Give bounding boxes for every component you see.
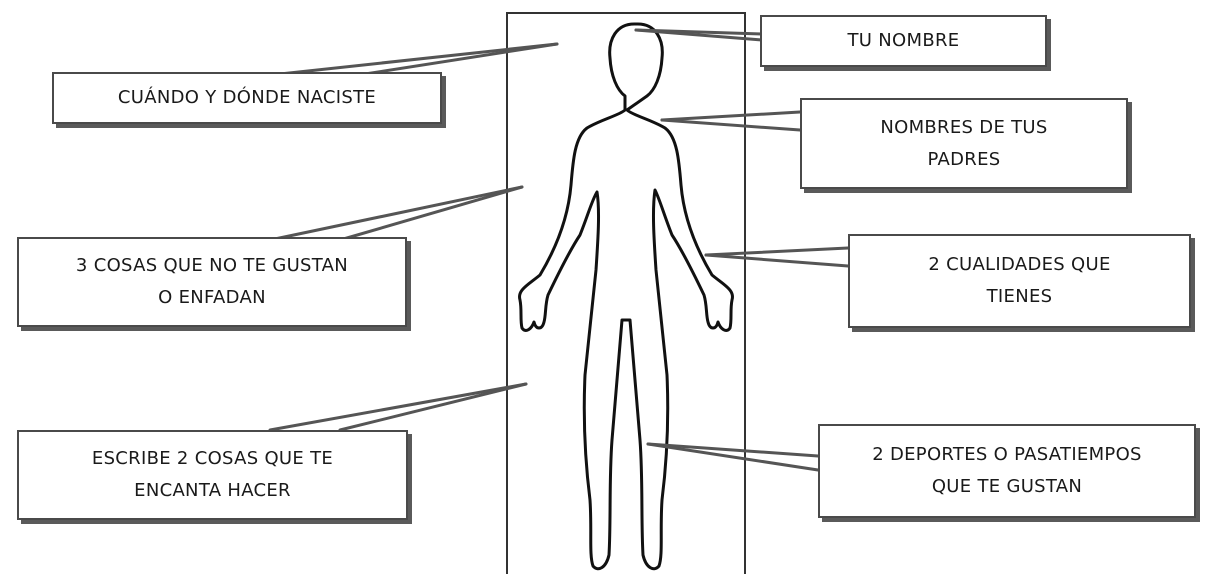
label-parents: NOMBRES DE TUS PADRES xyxy=(800,98,1128,189)
connector-birth xyxy=(280,44,557,74)
label-hobbies: 2 DEPORTES O PASATIEMPOS QUE TE GUSTAN xyxy=(818,424,1196,518)
label-qualities-line1: 2 CUALIDADES QUE xyxy=(928,249,1110,281)
label-birth-text: CUÁNDO Y DÓNDE NACISTE xyxy=(118,82,376,114)
connector-love xyxy=(270,384,526,430)
label-dislikes: 3 COSAS QUE NO TE GUSTAN O ENFADAN xyxy=(17,237,407,327)
label-hobbies-line2: QUE TE GUSTAN xyxy=(932,471,1082,503)
label-love-line2: ENCANTA HACER xyxy=(134,475,291,507)
label-name: TU NOMBRE xyxy=(760,15,1047,67)
label-qualities: 2 CUALIDADES QUE TIENES xyxy=(848,234,1191,328)
label-qualities-line2: TIENES xyxy=(987,281,1053,313)
label-hobbies-line1: 2 DEPORTES O PASATIEMPOS xyxy=(872,439,1142,471)
label-love: ESCRIBE 2 COSAS QUE TE ENCANTA HACER xyxy=(17,430,408,520)
label-parents-line2: PADRES xyxy=(928,144,1001,176)
connector-parents xyxy=(662,112,800,130)
connector-dislikes xyxy=(270,187,522,240)
label-dislikes-line1: 3 COSAS QUE NO TE GUSTAN xyxy=(76,250,348,282)
label-name-text: TU NOMBRE xyxy=(848,25,960,57)
human-figure-outline xyxy=(520,24,733,569)
label-birth: CUÁNDO Y DÓNDE NACISTE xyxy=(52,72,442,124)
connector-hobbies xyxy=(648,444,818,470)
connector-name xyxy=(636,30,762,40)
label-parents-line1: NOMBRES DE TUS xyxy=(880,112,1047,144)
connector-qualities xyxy=(706,248,848,266)
label-love-line1: ESCRIBE 2 COSAS QUE TE xyxy=(92,443,333,475)
label-dislikes-line2: O ENFADAN xyxy=(158,282,266,314)
